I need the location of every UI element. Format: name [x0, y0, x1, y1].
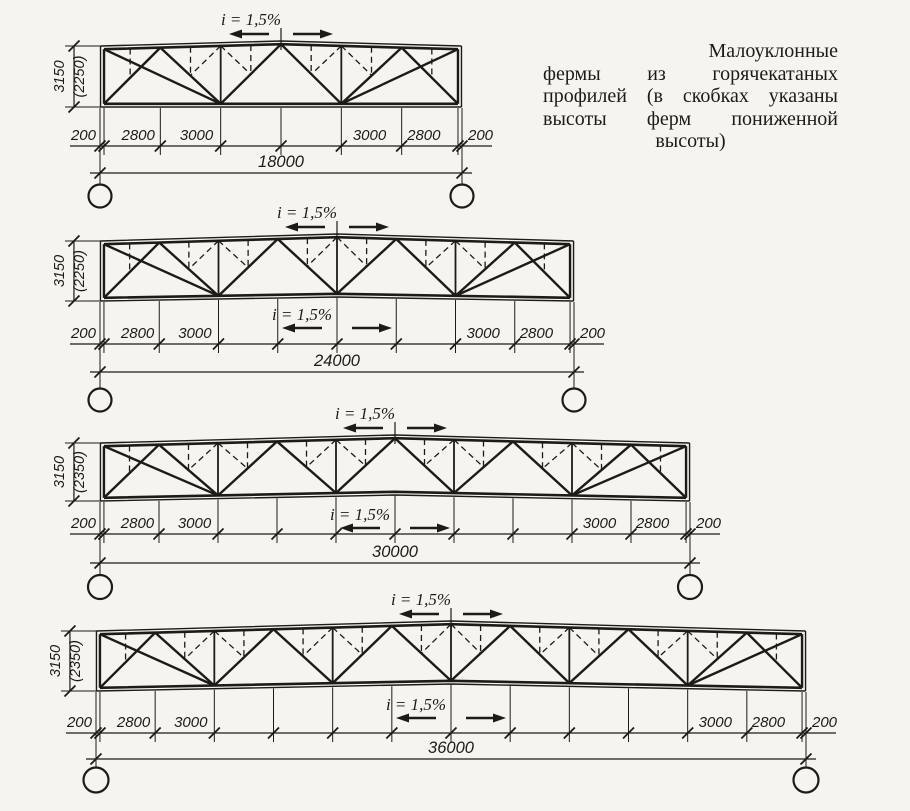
- dimensions-18000: 200 2800 3000 3000 2800 200 18000 3150(2250) i =…: [52, 10, 494, 209]
- svg-text:200: 200: [66, 714, 93, 731]
- svg-text:200: 200: [70, 127, 97, 144]
- svg-text:200: 200: [811, 714, 838, 731]
- svg-text:3000: 3000: [180, 127, 214, 144]
- svg-text:200: 200: [70, 515, 97, 532]
- height-label: 3150: [52, 255, 68, 287]
- svg-text:2800: 2800: [116, 714, 151, 731]
- caption-line: высоты): [655, 130, 726, 152]
- svg-text:2800: 2800: [120, 325, 155, 342]
- top-slope-label: i = 1,5%: [221, 10, 281, 29]
- column-axis-circle: [676, 573, 704, 601]
- reduced-height-label: (2350): [68, 640, 84, 682]
- column-axis-circle: [87, 183, 113, 209]
- top-slope-label: i = 1,5%: [277, 203, 337, 222]
- truss-body-18000: [99, 40, 463, 108]
- svg-text:200: 200: [467, 127, 494, 144]
- svg-text:200: 200: [70, 325, 97, 342]
- reduced-height-label: (2250): [72, 56, 88, 98]
- span-label-18000: 18000: [258, 153, 305, 171]
- column-axis-circle: [87, 387, 113, 413]
- truss-24000: 200 2800 3000 3000 2800 200 24000 3150(2250) i =…: [52, 203, 606, 413]
- svg-text:3000: 3000: [174, 714, 208, 731]
- dimensions-24000: 200 2800 3000 3000 2800 200 24000 3150(2250) i =…: [52, 203, 606, 413]
- truss-body-30000: [99, 434, 691, 502]
- height-label: 3150: [48, 645, 64, 677]
- svg-text:2800: 2800: [519, 325, 554, 342]
- truss-36000: 200 2800 3000 3000 2800 200 36000 3150(2350) i =…: [48, 590, 838, 794]
- svg-text:3000: 3000: [178, 325, 212, 342]
- svg-text:3000: 3000: [178, 515, 212, 532]
- truss-body-36000: [95, 620, 807, 692]
- column-axis-circle: [449, 183, 475, 209]
- reduced-height-label: (2250): [72, 250, 88, 292]
- svg-text:3000: 3000: [583, 515, 617, 532]
- bottom-slope-label: i = 1,5%: [330, 505, 390, 524]
- column-axis-circle: [82, 766, 110, 794]
- column-axis-circle: [561, 387, 587, 413]
- truss-body-24000: [99, 233, 575, 302]
- svg-text:200: 200: [579, 325, 606, 342]
- span-label-24000: 24000: [313, 352, 361, 370]
- top-slope-label: i = 1,5%: [391, 590, 451, 609]
- svg-text:2800: 2800: [120, 515, 155, 532]
- svg-text:3000: 3000: [353, 127, 387, 144]
- truss-30000: 200 2800 3000 3000 2800 200 30000 3150(2350) i =…: [52, 404, 722, 601]
- truss-18000: 200 2800 3000 3000 2800 200 18000 3150(2250) i =…: [52, 10, 494, 209]
- span-label-36000: 36000: [428, 739, 475, 757]
- svg-text:3000: 3000: [466, 325, 500, 342]
- top-slope-label: i = 1,5%: [335, 404, 395, 423]
- svg-text:2800: 2800: [751, 714, 786, 731]
- dimensions-36000: 200 2800 3000 3000 2800 200 36000 3150(2350) i =…: [48, 590, 838, 794]
- caption-line: профилей (в скобках указаны: [543, 85, 838, 107]
- svg-text:2800: 2800: [635, 515, 670, 532]
- reduced-height-label: (2350): [72, 451, 88, 493]
- span-label-30000: 30000: [372, 543, 419, 561]
- svg-text:200: 200: [695, 515, 722, 532]
- column-axis-circle: [86, 573, 114, 601]
- height-label: 3150: [52, 456, 68, 488]
- caption-line: Малоуклонные: [708, 40, 838, 62]
- caption-text: Малоуклонные фермы из горячекатаных проф…: [543, 40, 838, 153]
- bottom-slope-label: i = 1,5%: [272, 305, 332, 324]
- dimensions-30000: 200 2800 3000 3000 2800 200 30000 3150(2350) i =…: [52, 404, 722, 601]
- bottom-slope-label: i = 1,5%: [386, 695, 446, 714]
- svg-text:2800: 2800: [406, 127, 441, 144]
- caption-line: высоты ферм пониженной: [543, 107, 838, 130]
- column-axis-circle: [792, 766, 820, 794]
- caption-line: фермы из горячекатаных: [543, 62, 838, 85]
- svg-text:3000: 3000: [699, 714, 733, 731]
- svg-text:2800: 2800: [120, 127, 155, 144]
- height-label: 3150: [52, 60, 68, 92]
